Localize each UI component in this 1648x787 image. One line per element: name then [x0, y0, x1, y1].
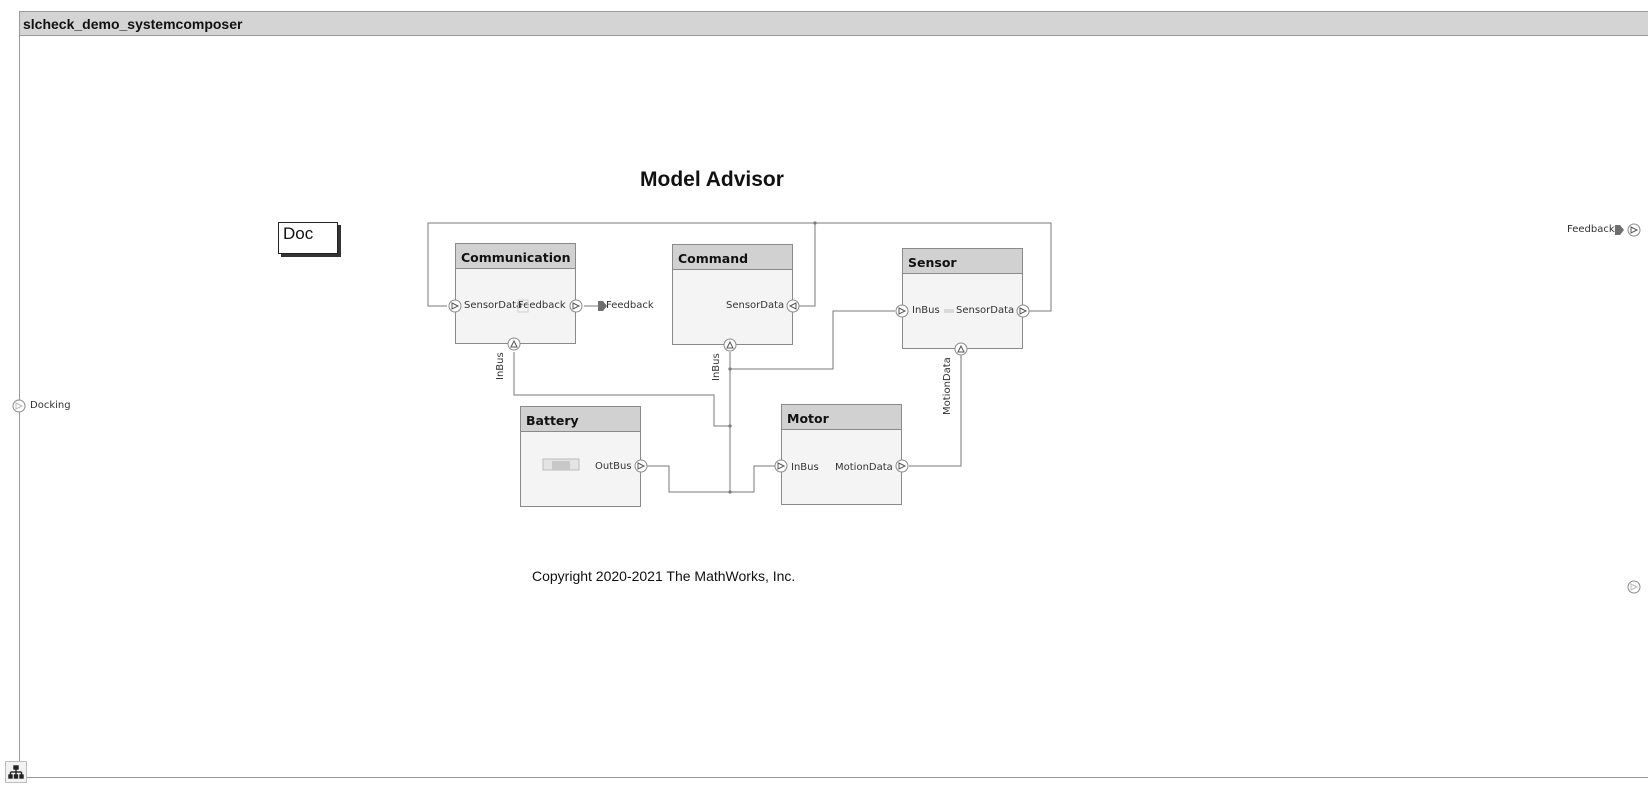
port-label-motiondata: MotionData — [942, 357, 953, 415]
external-port-label-feedback: Feedback — [606, 300, 654, 311]
connector-comm-inbus[interactable] — [513, 352, 730, 427]
model-titlebar: slcheck_demo_systemcomposer — [19, 11, 1648, 36]
component-header: Motor — [782, 405, 901, 430]
connector-lines — [427, 222, 1052, 493]
port-label-inbus: InBus — [711, 353, 722, 381]
port-label-motiondata: MotionData — [835, 462, 893, 473]
component-battery[interactable]: Battery — [520, 406, 641, 507]
component-header: Battery — [521, 407, 640, 432]
port-label-outbus: OutBus — [595, 461, 632, 472]
component-header: Command — [673, 245, 792, 270]
model-title: slcheck_demo_systemcomposer — [23, 16, 243, 32]
port-label-feedback: Feedback — [518, 300, 566, 311]
component-sensor[interactable]: Sensor — [902, 248, 1023, 349]
root-port-label-docking: Docking — [30, 400, 71, 411]
component-name: Command — [678, 251, 749, 266]
doc-block[interactable]: Doc — [278, 222, 338, 254]
canvas-frame — [19, 11, 1648, 778]
port-label-sensordata: SensorData — [464, 300, 523, 311]
component-communication[interactable]: Communication — [455, 243, 576, 344]
component-name: Communication — [461, 250, 571, 265]
doc-block-label: Doc — [283, 224, 314, 243]
port-label-inbus: InBus — [912, 305, 940, 316]
hierarchy-icon — [8, 765, 24, 779]
component-header: Communication — [456, 244, 575, 269]
port-label-inbus: InBus — [495, 352, 506, 380]
port-label-sensordata: SensorData — [726, 300, 785, 311]
copyright-text: Copyright 2020-2021 The MathWorks, Inc. — [532, 568, 796, 584]
connector-sensor-inbus[interactable] — [730, 310, 895, 370]
root-port-label-feedback: Feedback — [1567, 224, 1615, 235]
connector-motiondata[interactable] — [909, 353, 962, 467]
component-command[interactable]: Command — [672, 244, 793, 345]
connector-junctions — [728, 221, 817, 494]
diagram-title: Model Advisor — [640, 168, 784, 191]
port-label-inbus: InBus — [791, 462, 819, 473]
component-header: Sensor — [903, 249, 1022, 274]
port-label-sensordata: SensorData — [956, 305, 1015, 316]
component-name: Battery — [526, 413, 579, 428]
connector-command-sensordata[interactable] — [798, 223, 816, 307]
component-name: Sensor — [908, 255, 957, 270]
component-motor[interactable]: Motor — [781, 404, 902, 505]
connector-sensordata-loop[interactable] — [427, 222, 1052, 312]
connector-battery-outbus[interactable] — [646, 465, 775, 493]
component-name: Motor — [787, 411, 829, 426]
model-browser-button[interactable] — [5, 761, 27, 783]
